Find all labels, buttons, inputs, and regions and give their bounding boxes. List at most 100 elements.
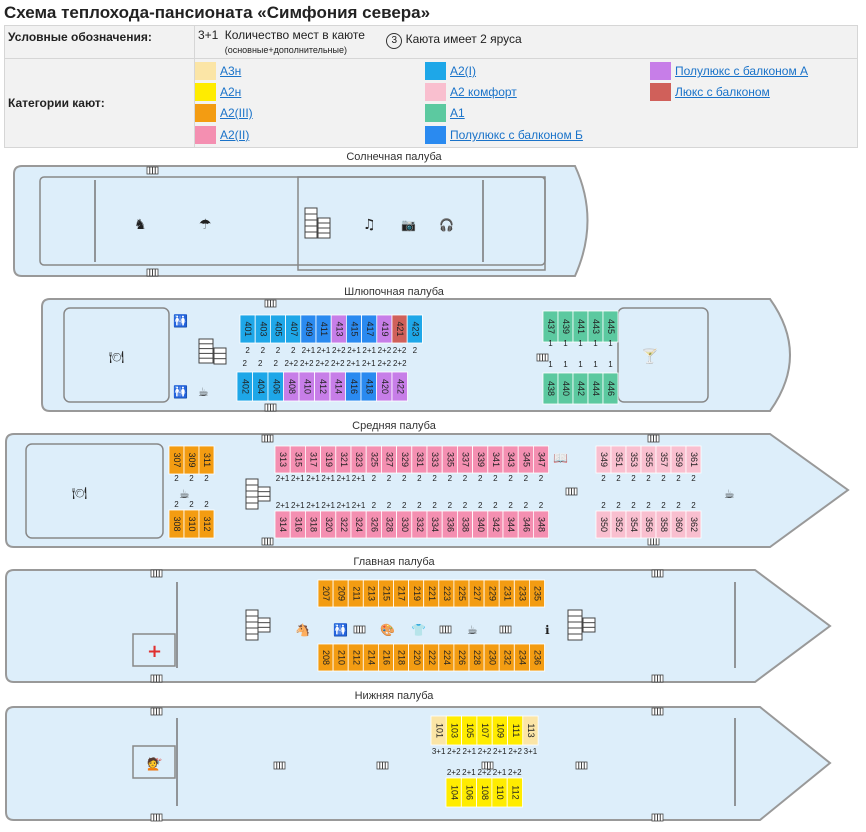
cabin-407[interactable]: 407 [285,314,302,344]
category-item[interactable]: А2н [195,83,241,101]
cabin-219[interactable]: 219 [408,579,425,608]
cabin-235[interactable]: 235 [529,579,545,608]
cabin-319[interactable]: 319 [320,445,337,474]
cabin-215[interactable]: 215 [377,579,394,608]
cabin-225[interactable]: 225 [453,579,470,608]
cabin-106[interactable]: 106 [460,777,477,808]
cabin-307[interactable]: 307 [168,445,185,475]
cabin-351[interactable]: 351 [610,445,627,474]
category-link[interactable]: А2(II) [220,128,250,142]
cabin-212[interactable]: 212 [347,643,364,672]
cabin-332[interactable]: 332 [411,510,428,539]
category-item[interactable]: А1 [425,104,465,122]
cabin-112[interactable]: 112 [506,777,523,808]
cabin-417[interactable]: 417 [361,314,378,344]
cabin-446[interactable]: 446 [602,372,619,405]
cabin-214[interactable]: 214 [362,643,379,672]
cabin-327[interactable]: 327 [380,445,397,474]
category-link[interactable]: А3н [220,64,242,78]
cabin-217[interactable]: 217 [393,579,410,608]
cabin-109[interactable]: 109 [491,715,508,746]
cabin-415[interactable]: 415 [345,314,362,344]
cabin-348[interactable]: 348 [533,510,550,539]
cabin-226[interactable]: 226 [453,643,470,672]
cabin-412[interactable]: 412 [314,371,331,402]
cabin-107[interactable]: 107 [476,715,493,746]
cabin-326[interactable]: 326 [365,510,382,539]
category-item[interactable]: А2(II) [195,126,249,144]
cabin-236[interactable]: 236 [529,643,545,672]
cabin-box[interactable] [506,777,523,808]
cabin-box[interactable] [533,510,550,539]
cabin-320[interactable]: 320 [320,510,337,539]
cabin-411[interactable]: 411 [315,314,332,344]
cabin-220[interactable]: 220 [408,643,425,672]
cabin-335[interactable]: 335 [441,445,458,474]
cabin-339[interactable]: 339 [472,445,489,474]
cabin-box[interactable] [391,371,408,402]
cabin-356[interactable]: 356 [640,510,657,539]
cabin-224[interactable]: 224 [438,643,455,672]
cabin-231[interactable]: 231 [498,579,515,608]
cabin-331[interactable]: 331 [411,445,428,474]
cabin-box[interactable] [198,509,215,539]
cabin-419[interactable]: 419 [376,314,393,344]
cabin-110[interactable]: 110 [491,777,508,808]
category-link[interactable]: А2 комфорт [450,85,517,99]
cabin-440[interactable]: 440 [557,372,574,405]
cabin-420[interactable]: 420 [376,371,393,402]
cabin-333[interactable]: 333 [426,445,443,474]
cabin-232[interactable]: 232 [498,643,515,672]
cabin-111[interactable]: 111 [507,715,524,746]
category-item[interactable]: А3н [195,62,241,80]
cabin-401[interactable]: 401 [239,314,256,344]
cabin-313[interactable]: 313 [274,445,291,474]
cabin-box[interactable] [533,445,550,474]
cabin-404[interactable]: 404 [252,371,269,402]
cabin-410[interactable]: 410 [298,371,315,402]
cabin-108[interactable]: 108 [476,777,493,808]
cabin-box[interactable] [602,310,619,343]
category-link[interactable]: Полулюкс с балконом Б [450,128,583,142]
cabin-218[interactable]: 218 [393,643,410,672]
cabin-347[interactable]: 347 [533,445,550,474]
cabin-316[interactable]: 316 [289,510,306,539]
cabin-309[interactable]: 309 [183,445,200,475]
cabin-340[interactable]: 340 [472,510,489,539]
cabin-418[interactable]: 418 [360,371,377,402]
cabin-233[interactable]: 233 [513,579,530,608]
cabin-315[interactable]: 315 [289,445,306,474]
cabin-box[interactable] [198,445,215,475]
category-item[interactable]: А2 комфорт [425,83,517,101]
cabin-330[interactable]: 330 [396,510,413,539]
category-link[interactable]: А1 [450,106,465,120]
cabin-101[interactable]: 101 [430,715,447,746]
cabin-438[interactable]: 438 [542,372,559,405]
cabin-445[interactable]: 445 [602,310,619,343]
cabin-357[interactable]: 357 [655,445,672,474]
cabin-318[interactable]: 318 [304,510,321,539]
cabin-box[interactable] [602,372,619,405]
cabin-322[interactable]: 322 [335,510,352,539]
cabin-box[interactable] [529,579,545,608]
cabin-355[interactable]: 355 [640,445,657,474]
cabin-350[interactable]: 350 [595,510,612,539]
cabin-402[interactable]: 402 [236,371,253,402]
cabin-325[interactable]: 325 [365,445,382,474]
cabin-227[interactable]: 227 [468,579,485,608]
cabin-103[interactable]: 103 [445,715,462,746]
cabin-334[interactable]: 334 [426,510,443,539]
cabin-403[interactable]: 403 [254,314,271,344]
cabin-210[interactable]: 210 [332,643,349,672]
cabin-105[interactable]: 105 [461,715,478,746]
category-link[interactable]: А2(I) [450,64,477,78]
cabin-234[interactable]: 234 [513,643,530,672]
category-link[interactable]: Полулюкс с балконом А [675,64,809,78]
cabin-207[interactable]: 207 [317,579,334,608]
cabin-211[interactable]: 211 [347,579,364,608]
cabin-312[interactable]: 312 [198,509,215,539]
category-link[interactable]: Люкс с балконом [675,85,770,99]
cabin-352[interactable]: 352 [610,510,627,539]
cabin-308[interactable]: 308 [168,509,185,539]
cabin-311[interactable]: 311 [198,445,215,475]
